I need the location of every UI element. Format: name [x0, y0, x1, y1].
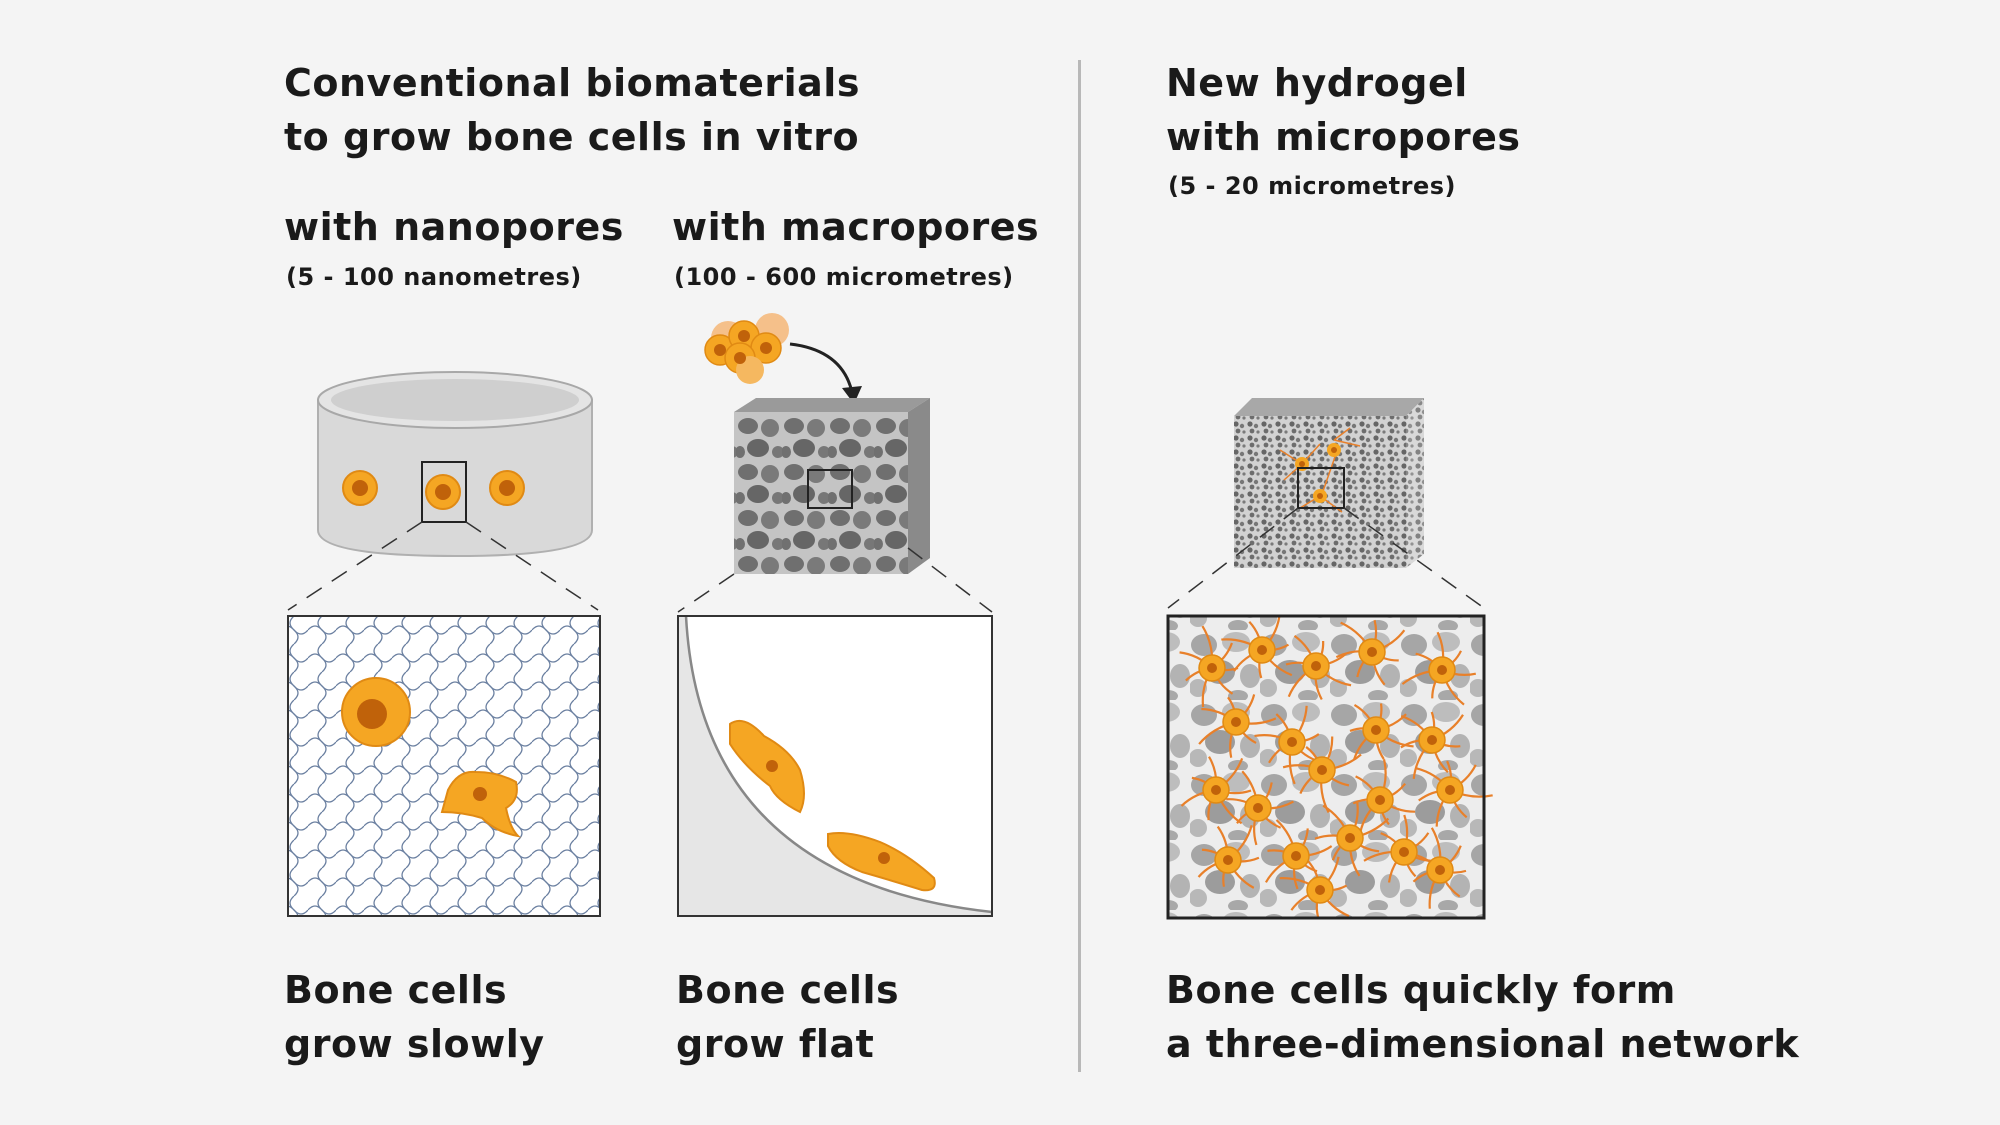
network-cell-nucleus — [1367, 647, 1377, 657]
nanopores-range: (5 - 100 nanometres) — [286, 263, 582, 291]
network-cell-nucleus — [1287, 737, 1297, 747]
network-cell-nucleus — [1207, 663, 1217, 673]
cell-cluster — [704, 313, 789, 384]
macropores-caption-line2: grow flat — [676, 1022, 875, 1066]
hydrogel-caption-line2: a three-dimensional network — [1166, 1022, 1800, 1066]
macropores-caption-line1: Bone cells — [676, 968, 900, 1012]
hydrogel-caption-line1: Bone cells quickly form — [1166, 968, 1676, 1012]
hydrogel-range: (5 - 20 micrometres) — [1168, 172, 1457, 200]
hydrogel-cube — [1167, 398, 1485, 609]
nanopore-dish — [287, 371, 599, 611]
network-cell-nucleus — [1231, 717, 1241, 727]
nanopore-zoom-panel — [287, 615, 601, 917]
network-cell-nucleus — [1371, 725, 1381, 735]
network-cell-nucleus — [1345, 833, 1355, 843]
network-cell-nucleus — [1291, 851, 1301, 861]
network-cell-nucleus — [1257, 645, 1267, 655]
macropore-zoom-panel — [677, 615, 993, 917]
network-cell-nucleus — [1399, 847, 1409, 857]
nanopores-caption-line2: grow slowly — [284, 1022, 545, 1066]
macropore-scaffold — [677, 398, 993, 613]
network-cell-nucleus — [1427, 735, 1437, 745]
left-heading-line2: to grow bone cells in vitro — [284, 115, 860, 159]
network-cell-nucleus — [1375, 795, 1385, 805]
macropores-range: (100 - 600 micrometres) — [674, 263, 1014, 291]
left-heading-line1: Conventional biomaterials — [284, 61, 860, 105]
network-cell-nucleus — [1317, 765, 1327, 775]
network-cell-nucleus — [1437, 665, 1447, 675]
macropores-title: with macropores — [672, 205, 1040, 249]
hydrogel-title-line1: New hydrogel — [1166, 61, 1468, 105]
section-divider — [1078, 60, 1081, 1072]
network-cell-nucleus — [1445, 785, 1455, 795]
network-cell-nucleus — [1311, 661, 1321, 671]
network-cell-nucleus — [1211, 785, 1221, 795]
arrow-icon — [789, 342, 862, 404]
network-cell-nucleus — [1435, 865, 1445, 875]
network-cell-nucleus — [1253, 803, 1263, 813]
hydrogel-zoom-panel — [1166, 614, 1493, 920]
network-cell-nucleus — [1315, 885, 1325, 895]
nanopores-caption-line1: Bone cells — [284, 968, 508, 1012]
nanopores-title: with nanopores — [284, 205, 624, 249]
network-cell-nucleus — [1223, 855, 1233, 865]
hydrogel-title-line2: with micropores — [1166, 115, 1521, 159]
